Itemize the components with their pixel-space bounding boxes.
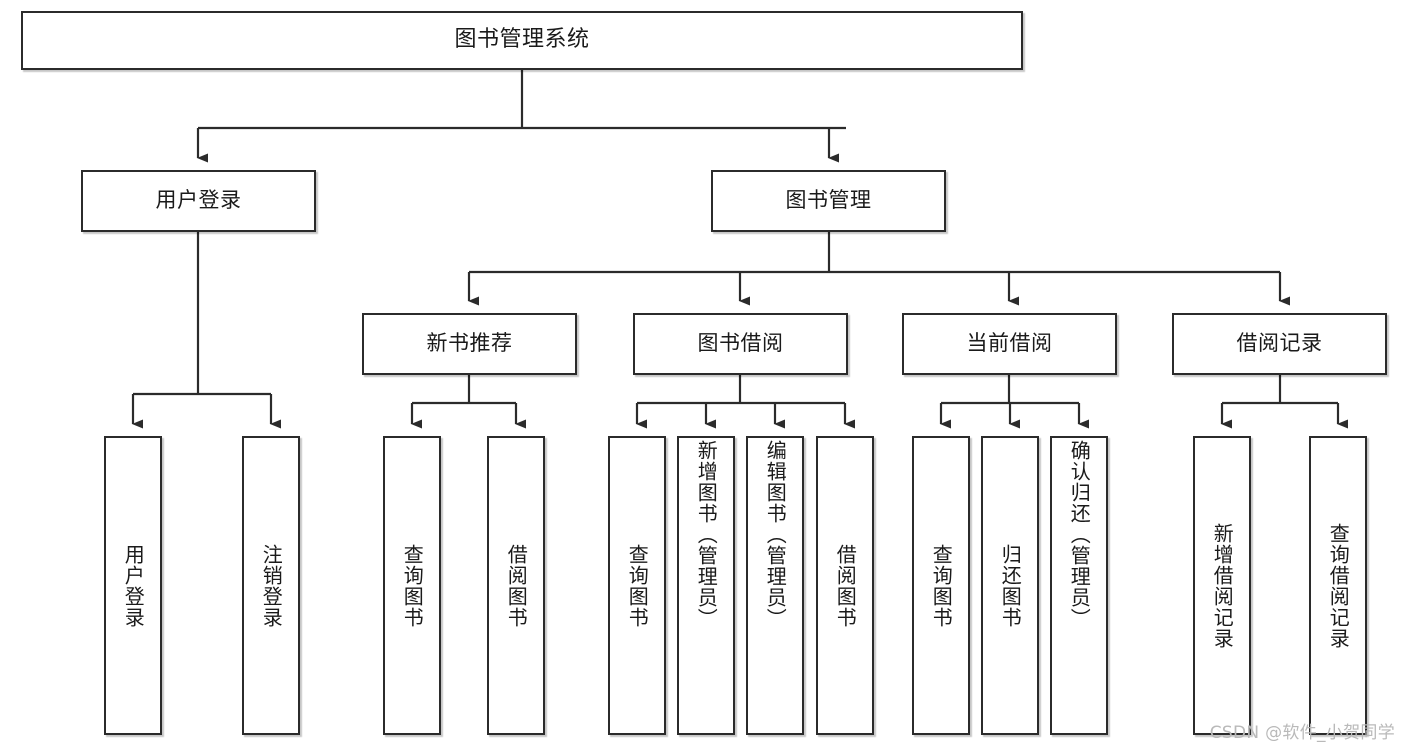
node-new-book-recommend[interactable]: 新书推荐 — [362, 313, 577, 375]
leaf-label: 查询图书 — [929, 543, 954, 628]
node-borrow-record[interactable]: 借阅记录 — [1172, 313, 1387, 375]
leaf-book-borrow-edit[interactable]: 编辑图书（管理员） — [746, 436, 804, 735]
leaf-label: 新增图书（管理员） — [694, 440, 719, 629]
leaf-label: 借阅图书 — [833, 543, 858, 628]
leaf-user-login-login[interactable]: 用户登录 — [104, 436, 162, 735]
leaf-borrow-record-add[interactable]: 新增借阅记录 — [1193, 436, 1251, 735]
node-label: 新书推荐 — [426, 331, 513, 356]
leaf-current-borrow-query[interactable]: 查询图书 — [912, 436, 970, 735]
leaf-label: 借阅图书 — [504, 543, 529, 628]
leaf-label: 编辑图书（管理员） — [763, 440, 788, 629]
leaf-book-borrow-add[interactable]: 新增图书（管理员） — [677, 436, 735, 735]
leaf-label: 查询图书 — [625, 543, 650, 628]
leaf-label: 查询借阅记录 — [1326, 522, 1351, 649]
leaf-current-borrow-return[interactable]: 归还图书 — [981, 436, 1039, 735]
node-user-login[interactable]: 用户登录 — [81, 170, 316, 232]
node-label: 借阅记录 — [1236, 331, 1323, 356]
leaf-label: 用户登录 — [121, 543, 146, 628]
leaf-new-book-borrow[interactable]: 借阅图书 — [487, 436, 545, 735]
leaf-label: 确认归还（管理员） — [1067, 440, 1092, 629]
leaf-new-book-query[interactable]: 查询图书 — [383, 436, 441, 735]
leaf-current-borrow-confirm-return[interactable]: 确认归还（管理员） — [1050, 436, 1108, 735]
leaf-book-borrow-query[interactable]: 查询图书 — [608, 436, 666, 735]
leaf-user-login-logout[interactable]: 注销登录 — [242, 436, 300, 735]
node-label: 图书借阅 — [697, 331, 784, 356]
node-label: 图书管理系统 — [454, 27, 590, 53]
node-label: 用户登录 — [155, 188, 242, 213]
node-label: 当前借阅 — [966, 331, 1053, 356]
leaf-label: 新增借阅记录 — [1210, 522, 1235, 649]
node-label: 图书管理 — [785, 188, 872, 213]
node-current-borrow[interactable]: 当前借阅 — [902, 313, 1117, 375]
leaf-book-borrow-borrow[interactable]: 借阅图书 — [816, 436, 874, 735]
node-book-management[interactable]: 图书管理 — [711, 170, 946, 232]
leaf-borrow-record-query[interactable]: 查询借阅记录 — [1309, 436, 1367, 735]
node-root-system[interactable]: 图书管理系统 — [21, 11, 1023, 70]
leaf-label: 查询图书 — [400, 543, 425, 628]
leaf-label: 归还图书 — [998, 543, 1023, 628]
csdn-watermark: CSDN @软件_小贺同学 — [1209, 723, 1395, 743]
node-book-borrow[interactable]: 图书借阅 — [633, 313, 848, 375]
leaf-label: 注销登录 — [259, 543, 284, 628]
